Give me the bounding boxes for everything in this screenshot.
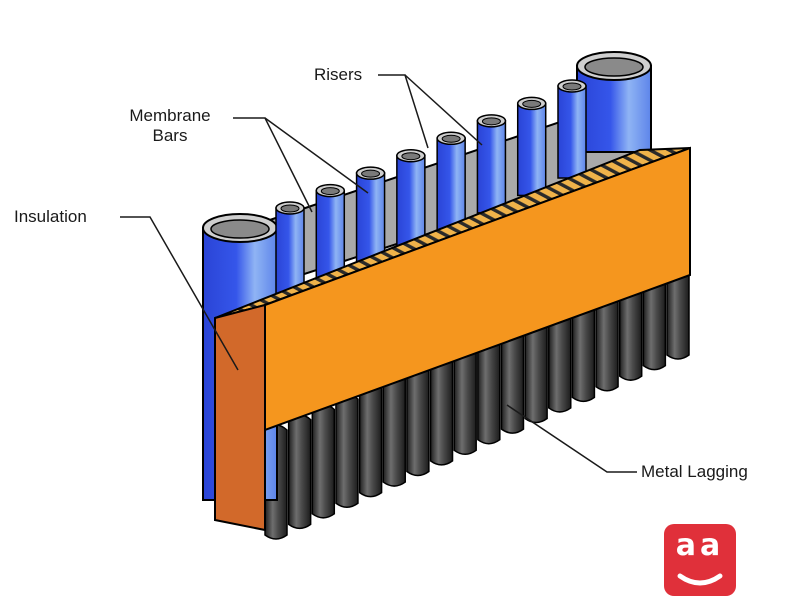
riser-tube <box>476 114 507 214</box>
riser-tube <box>516 96 547 197</box>
label-metal-lagging: Metal Lagging <box>641 462 748 481</box>
riser-tubes <box>275 79 587 301</box>
risers-leader-2 <box>404 74 483 146</box>
label-membrane-bars-line2: Bars <box>152 126 188 145</box>
brand-logo: aa <box>664 524 736 596</box>
smile-icon <box>677 573 723 586</box>
risers-leader-1 <box>378 74 429 149</box>
membrane-leader-1 <box>233 117 313 213</box>
lagging-corrugation <box>311 403 336 519</box>
logo-letters: aa <box>675 528 725 563</box>
riser-tube <box>436 131 466 232</box>
label-insulation: Insulation <box>14 207 87 226</box>
insulation-block <box>214 146 691 532</box>
insulation-side-face <box>214 303 266 532</box>
lagging-corrugation <box>335 393 359 508</box>
metal-lagging-leader <box>506 404 637 473</box>
riser-tube <box>557 79 587 179</box>
lagging-corrugation <box>429 352 454 466</box>
membrane-leader-2 <box>264 117 369 194</box>
lagging-corrugation <box>406 362 430 477</box>
lagging-corrugation <box>358 383 383 498</box>
lagging-corrugation <box>382 372 406 487</box>
riser-tube <box>355 166 386 266</box>
right-header-pipe <box>576 51 652 153</box>
lagging-corrugation <box>287 413 312 530</box>
insulation-leader <box>120 216 239 371</box>
label-risers: Risers <box>314 65 363 84</box>
label-membrane-bars: Membrane Bars <box>110 106 230 146</box>
riser-tube <box>396 148 426 249</box>
riser-tube <box>315 183 346 284</box>
label-membrane-bars-line1: Membrane <box>129 106 211 125</box>
callout-lines <box>120 74 637 473</box>
riser-tube <box>275 201 305 301</box>
